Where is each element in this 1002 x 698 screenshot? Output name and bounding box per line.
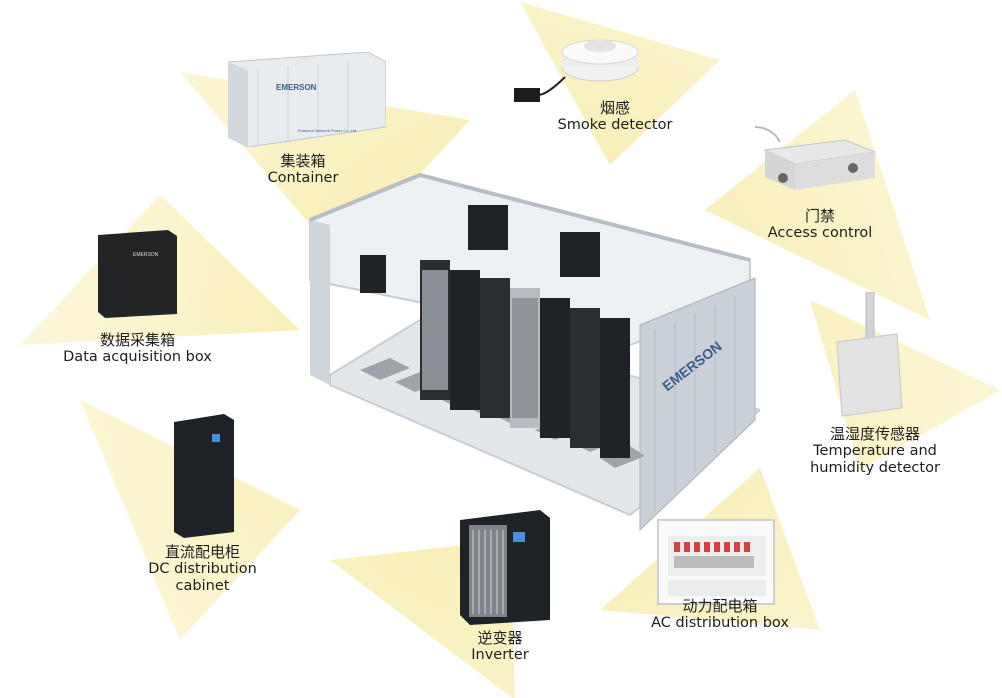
ac-distribution-box-image	[657, 519, 775, 605]
container-side-panel	[639, 277, 756, 532]
label-data-acquisition-box: 数据采集箱 Data acquisition box	[63, 331, 212, 366]
label-access-control: 门禁 Access control	[767, 207, 873, 242]
label-smoke-detector: 烟感 Smoke detector	[557, 99, 673, 134]
svg-text:EMERSON: EMERSON	[276, 83, 317, 92]
inverter-image	[460, 510, 550, 625]
dc-cabinet-image	[174, 414, 234, 538]
label-temperature-humidity: 温湿度传感器 Temperature and humidity detector	[810, 425, 940, 477]
svg-text:Emerson Network Power Co.,Ltd.: Emerson Network Power Co.,Ltd.	[298, 128, 357, 133]
temperature-sensor-image	[836, 292, 903, 417]
access-control-image	[755, 126, 877, 190]
label-container: 集装箱 Container	[267, 152, 339, 187]
label-dc-cabinet: 直流配电柜 DC distribution cabinet	[148, 543, 257, 595]
ray-access	[705, 90, 930, 320]
smoke-detector-image	[514, 39, 639, 102]
label-ac-distribution-box: 动力配电箱 AC distribution box	[651, 597, 789, 632]
container-cutaway-illustration: EMERSON	[309, 172, 760, 532]
container-image: EMERSON Emerson Network Power Co.,Ltd.	[228, 52, 386, 147]
data-acquisition-box-image: EMERSON	[98, 230, 177, 318]
cabinet-row	[420, 260, 630, 458]
ray-smoke	[520, 2, 720, 165]
label-inverter: 逆变器 Inverter	[471, 629, 529, 664]
svg-text:EMERSON: EMERSON	[133, 252, 159, 258]
